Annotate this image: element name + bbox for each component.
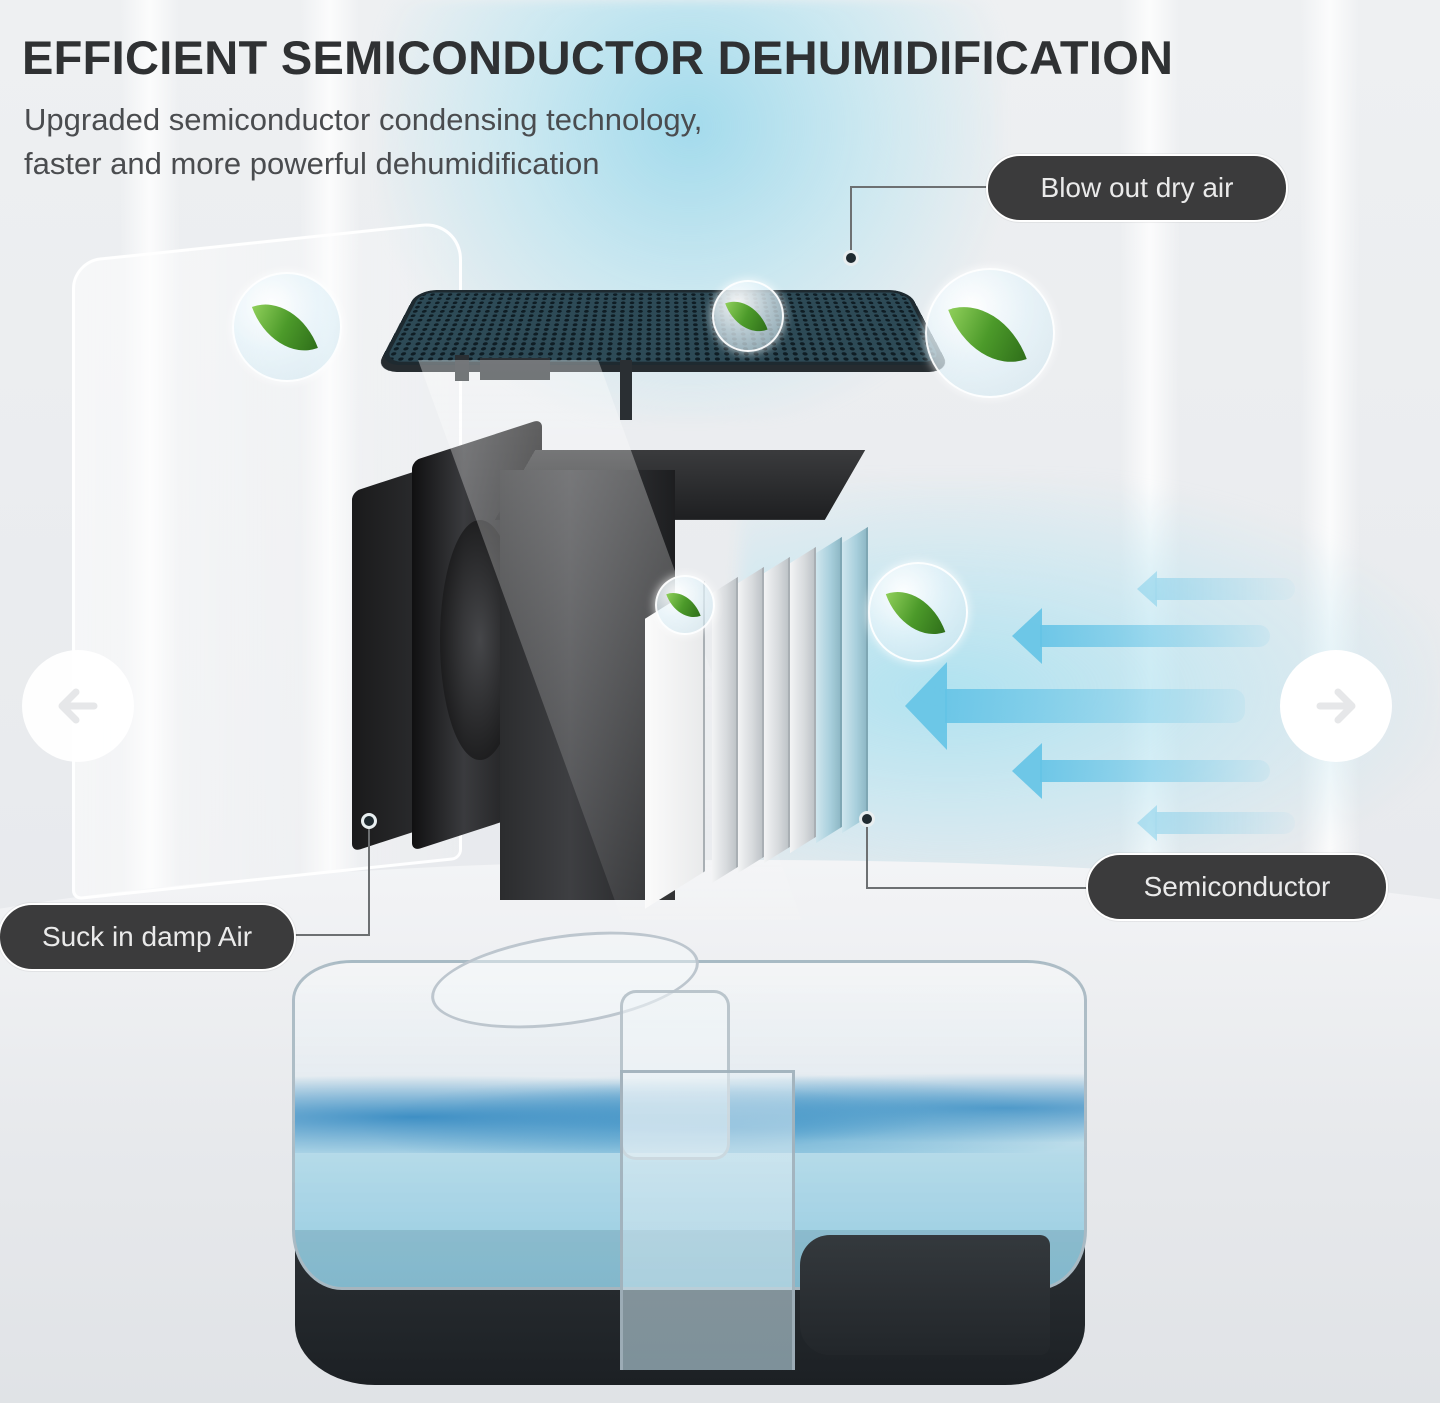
filter-mesh (378, 290, 948, 365)
label-suck-in-damp-air: Suck in damp Air (0, 903, 296, 971)
airflow-arrow-icon (1040, 625, 1270, 647)
arrow-left-icon (58, 688, 98, 724)
arrow-right-icon (1316, 688, 1356, 724)
heatsink-fin (790, 546, 816, 854)
subtitle-line-1: Upgraded semiconductor condensing techno… (24, 102, 703, 137)
callout-dot (859, 811, 875, 827)
subtitle-line-2: faster and more powerful dehumidificatio… (24, 146, 600, 181)
filter-clip (455, 355, 469, 381)
callout-dot (361, 813, 377, 829)
tank-divider (620, 1070, 795, 1370)
label-blow-out-dry-air: Blow out dry air (986, 154, 1288, 222)
leaf-bubble-icon (868, 562, 968, 662)
page-title: EFFICIENT SEMICONDUCTOR DEHUMIDIFICATION (22, 31, 1174, 84)
label-semiconductor: Semiconductor (1086, 853, 1388, 921)
leaf-bubble-icon (655, 575, 715, 635)
airflow-arrow-icon (1040, 760, 1270, 782)
heatsink-fin (816, 536, 842, 844)
airflow-arrow-icon (1155, 578, 1295, 600)
tank-recess (800, 1235, 1050, 1355)
airflow-arrow-icon (945, 689, 1245, 723)
heatsink-fin (738, 566, 764, 874)
leaf-bubble-icon (232, 272, 342, 382)
filter-post (620, 360, 632, 420)
leaf-bubble-icon (712, 280, 784, 352)
callout-line (866, 887, 1090, 889)
heatsink-fin (842, 526, 868, 834)
callout-line (850, 186, 990, 188)
heatsink-fin (712, 576, 738, 884)
callout-line (850, 186, 852, 258)
callout-dot (843, 250, 859, 266)
callout-line (292, 934, 370, 936)
callout-line (866, 818, 868, 889)
heatsink-fin (764, 556, 790, 864)
airflow-arrow-icon (1155, 812, 1295, 834)
filter-clip (480, 358, 550, 380)
previous-image-button[interactable] (22, 650, 134, 762)
next-image-button[interactable] (1280, 650, 1392, 762)
subtitle: Upgraded semiconductor condensing techno… (24, 98, 702, 186)
callout-line (368, 820, 370, 936)
leaf-bubble-icon (925, 268, 1055, 398)
